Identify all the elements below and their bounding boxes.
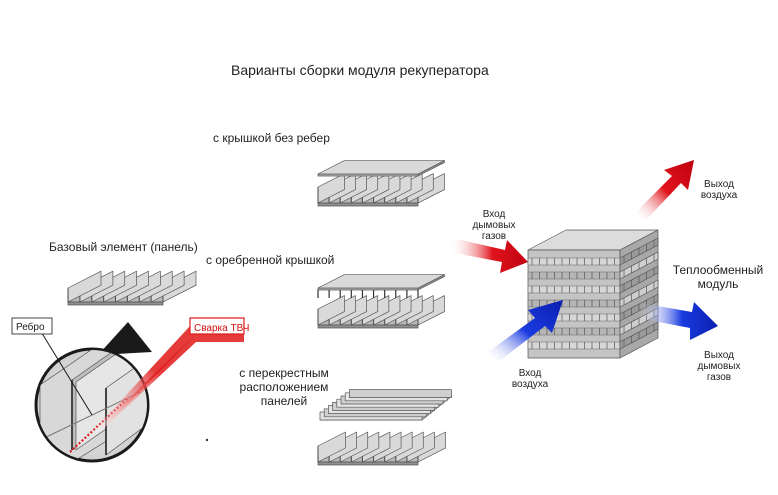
air-inlet-arrow	[488, 300, 563, 362]
label-flue-out-line3: газов	[706, 372, 732, 383]
label-flue-out-line1: Выход	[704, 350, 734, 361]
label-flue-in: Вход дымовых газов	[472, 209, 516, 242]
module-front-layer	[527, 327, 621, 336]
label-hx-module: Теплообменный модуль	[671, 263, 765, 291]
base-element-panel	[67, 270, 197, 306]
label-base-element: Базовый элемент (панель)	[49, 240, 198, 254]
label-air-out-line1: Выход	[704, 179, 734, 190]
variant-plain-cover	[317, 160, 445, 207]
label-crossed-line3: панелей	[260, 394, 308, 408]
label-crossed-line2: расположением	[239, 380, 329, 394]
label-ribbed-cover: с оребренной крышкой	[206, 253, 335, 267]
label-flue-out-line2: дымовых	[697, 361, 741, 372]
variant3-upper	[319, 389, 453, 421]
module-front-layer	[527, 285, 621, 294]
module-front-layer	[527, 257, 621, 266]
flue-gas-outlet-arrow	[638, 302, 718, 340]
plate-top	[317, 160, 445, 175]
zoom-callout	[98, 322, 152, 355]
module-front-layer	[527, 299, 621, 308]
variant1-panel-base-edge	[317, 202, 419, 207]
callout-pointer	[98, 322, 152, 355]
detail-weld-seam	[69, 397, 129, 453]
label-flue-out: Выход дымовых газов	[694, 350, 744, 383]
variant-crossed-panels	[317, 389, 453, 466]
label-air-in-line1: Вход	[518, 368, 542, 379]
label-crossed-line1: с перекрестным	[239, 366, 329, 380]
variant-ribbed-cover	[317, 274, 445, 329]
rib-label-box	[11, 317, 53, 335]
magnified-detail	[34, 347, 150, 463]
label-air-in-line2: воздуха	[511, 379, 549, 390]
label-hf-weld: Сварка ТВЧ	[194, 323, 250, 334]
plate-top	[317, 274, 445, 289]
weld-label-box	[189, 317, 245, 335]
base-panel-base-edge	[67, 301, 164, 306]
label-air-out-line2: воздуха	[700, 190, 738, 201]
label-flue-in-line3: газов	[481, 231, 507, 242]
label-flue-in-line2: дымовых	[472, 220, 516, 231]
label-air-out: Выход воздуха	[692, 179, 746, 201]
module-front-layer	[527, 271, 621, 280]
label-hx-line2: модуль	[697, 277, 739, 291]
rib-leader-line	[39, 329, 93, 416]
label-crossed: с перекрестным расположением панелей	[238, 366, 330, 408]
label-flue-in-line1: Вход	[482, 209, 506, 220]
label-rib: Ребро	[16, 322, 45, 333]
heat-exchanger-module	[527, 229, 659, 359]
module-front-layer	[527, 341, 621, 350]
label-cover-no-ribs: с крышкой без ребер	[213, 131, 330, 145]
air-outlet-arrow	[636, 160, 694, 220]
label-air-in: Вход воздуха	[508, 368, 552, 390]
variant2-panel-base-edge	[317, 324, 419, 329]
weld-ray-band	[92, 326, 244, 432]
variant3-lower-base-edge	[317, 461, 419, 466]
diagram-title: Варианты сборки модуля рекуператора	[231, 62, 489, 78]
variant3-upper-bar	[349, 389, 452, 398]
flue-gas-inlet-arrow	[449, 238, 528, 273]
label-hx-line1: Теплообменный	[672, 263, 764, 277]
stray-dot	[205, 438, 209, 442]
